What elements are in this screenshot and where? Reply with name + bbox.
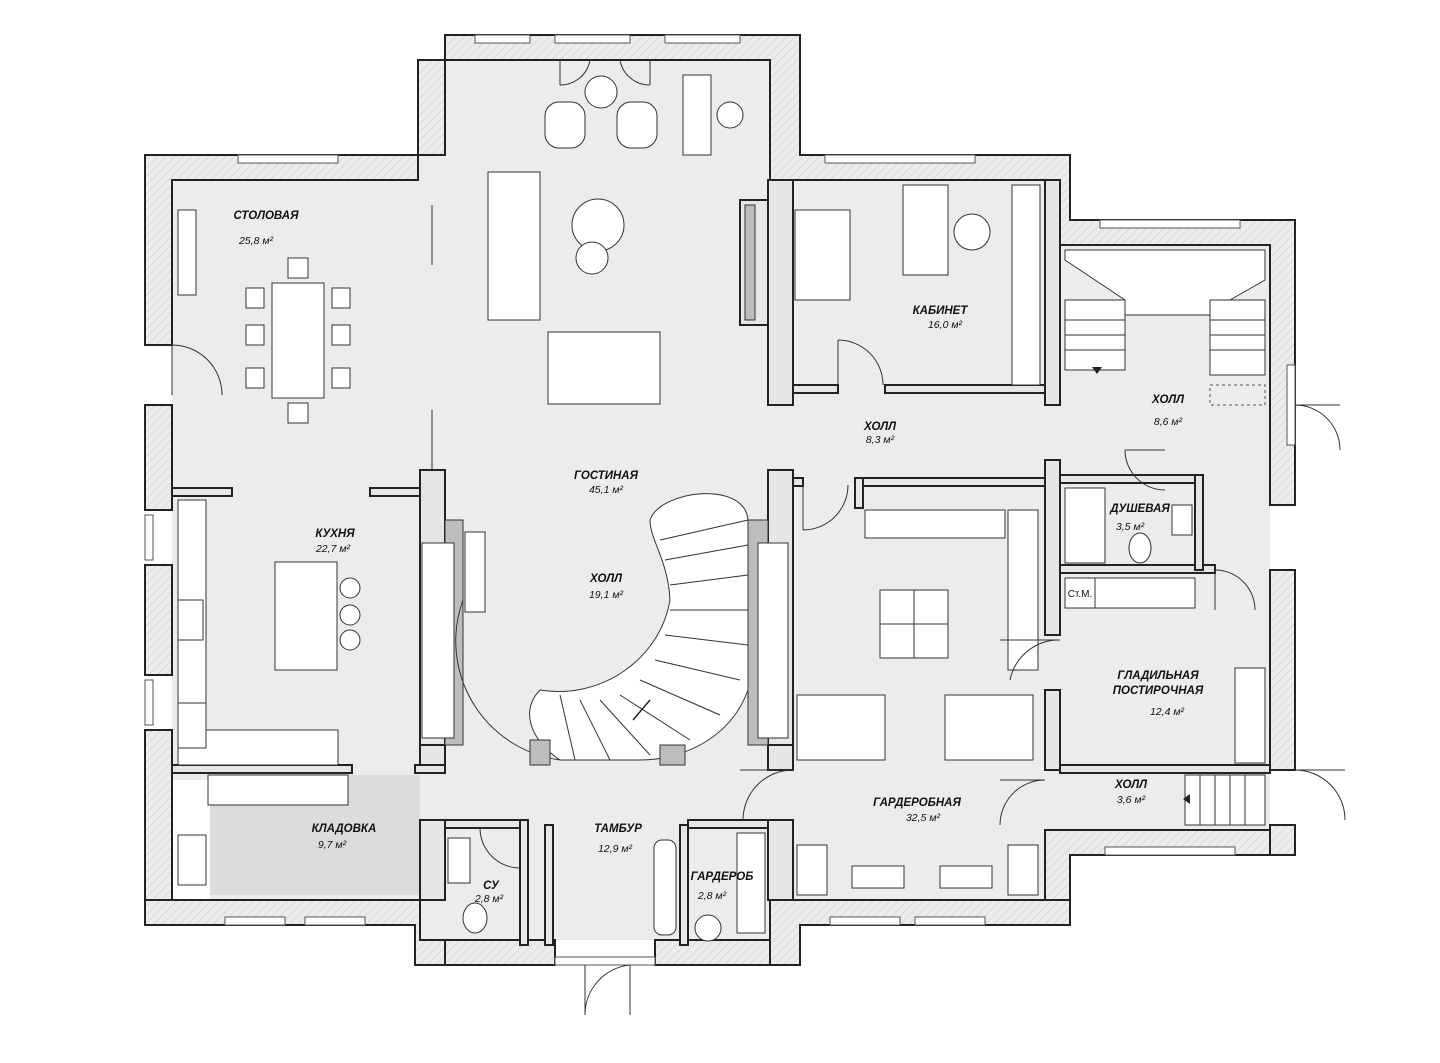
room-area: 22,7 м² xyxy=(315,543,351,555)
room-area: 32,5 м² xyxy=(906,812,941,824)
room-name: ГАРДЕРОБ xyxy=(691,871,754,883)
room-wardrobe-big: ГАРДЕРОБНАЯ 32,5 м² xyxy=(873,797,961,824)
room-name-line2: ПОСТИРОЧНАЯ xyxy=(1113,685,1204,697)
room-name: ХОЛЛ xyxy=(589,573,623,585)
room-ironing: ГЛАДИЛЬНАЯ ПОСТИРОЧНАЯ 12,4 м² xyxy=(1113,670,1204,718)
room-area: 19,1 м² xyxy=(589,589,624,601)
room-dining: СТОЛОВАЯ 25,8 м² xyxy=(234,210,300,247)
room-name: ГАРДЕРОБНАЯ xyxy=(873,797,961,809)
furniture xyxy=(177,74,1266,942)
room-area: 8,6 м² xyxy=(1154,416,1183,428)
room-area: 12,9 м² xyxy=(598,843,633,855)
room-area: 2,8 м² xyxy=(697,890,727,902)
windows xyxy=(144,34,1296,966)
room-labels: СТОЛОВАЯ 25,8 м² ГОСТИНАЯ 45,1 м² КАБИНЕ… xyxy=(234,210,1204,905)
room-area: 12,4 м² xyxy=(1150,706,1185,718)
room-name: СУ xyxy=(483,880,500,892)
room-pantry: КЛАДОВКА 9,7 м² xyxy=(312,823,377,851)
room-name: КУХНЯ xyxy=(315,528,355,540)
room-name: ХОЛЛ xyxy=(863,421,897,433)
room-area: 3,6 м² xyxy=(1117,794,1146,806)
room-vestibule: ТАМБУР 12,9 м² xyxy=(594,823,642,855)
room-name: ДУШЕВАЯ xyxy=(1109,503,1170,515)
room-hall-lower: ХОЛЛ 3,6 м² xyxy=(1114,779,1148,806)
room-name: СТОЛОВАЯ xyxy=(234,210,300,222)
room-name-line1: ГЛАДИЛЬНАЯ xyxy=(1117,670,1199,682)
room-name: ГОСТИНАЯ xyxy=(574,470,639,482)
room-name: ТАМБУР xyxy=(594,823,642,835)
room-living: ГОСТИНАЯ 45,1 м² xyxy=(574,470,639,496)
room-name: ХОЛЛ xyxy=(1151,394,1185,406)
room-area: 3,5 м² xyxy=(1116,521,1145,533)
doors xyxy=(171,59,1346,1016)
room-wc: СУ 2,8 м² xyxy=(474,880,504,905)
room-wardrobe-small: ГАРДЕРОБ 2,8 м² xyxy=(691,871,754,902)
room-name: КАБИНЕТ xyxy=(913,305,969,317)
room-hall-stair: ХОЛЛ 8,6 м² xyxy=(1151,394,1185,428)
room-area: 16,0 м² xyxy=(928,319,963,331)
room-study: КАБИНЕТ 16,0 м² xyxy=(913,305,969,331)
washing-machine-label: Ст.М. xyxy=(1068,589,1093,600)
room-hall-center: ХОЛЛ 19,1 м² xyxy=(589,573,624,601)
room-area: 8,3 м² xyxy=(866,434,895,446)
room-area: 25,8 м² xyxy=(238,235,274,247)
stairs-right xyxy=(1064,249,1266,826)
room-kitchen: КУХНЯ 22,7 м² xyxy=(315,528,355,555)
room-hall-upper: ХОЛЛ 8,3 м² xyxy=(863,421,897,446)
outer-walls xyxy=(144,34,1296,966)
room-name: ХОЛЛ xyxy=(1114,779,1148,791)
room-name: КЛАДОВКА xyxy=(312,823,377,835)
room-area: 45,1 м² xyxy=(589,484,624,496)
room-area: 9,7 м² xyxy=(318,839,347,851)
room-shower: ДУШЕВАЯ 3,5 м² xyxy=(1109,503,1170,533)
room-area: 2,8 м² xyxy=(474,893,504,905)
